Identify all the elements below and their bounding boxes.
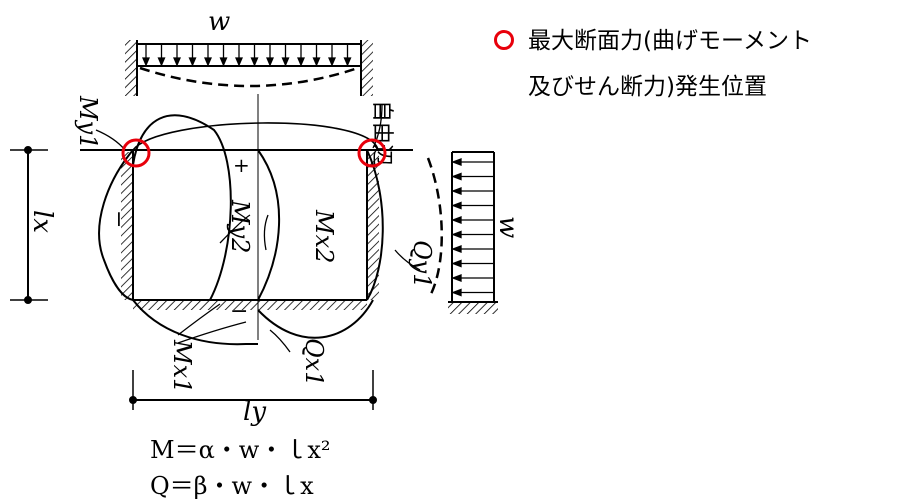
top-load-arrowhead [297, 57, 305, 67]
free-edge-leader [372, 103, 383, 149]
free-edge-label: 自由辺 [369, 100, 394, 166]
legend-line-1: 最大断面力(曲げモーメント [528, 28, 813, 54]
shear-formula: Q＝β・w・ｌx [150, 472, 314, 500]
side-load-diagram [426, 151, 498, 314]
top-load-arrowhead [312, 57, 321, 67]
mx1-leader-1 [177, 303, 221, 336]
slab-frame [80, 94, 413, 340]
my1-label: My1 [74, 95, 102, 149]
top-load-arrowhead [328, 57, 336, 67]
side-load-support [448, 302, 498, 314]
qx1-label: Qx1 [300, 338, 328, 386]
top-load-label: w [208, 7, 230, 37]
upper-bulge-curve [132, 122, 379, 151]
moment-curves [98, 114, 384, 346]
mx1-leader-2 [177, 321, 247, 344]
diagram-labels: w My1 My2 Mx2 Mx1 Qx1 Qy1 w lx ly + − − … [27, 7, 523, 427]
my2-leader [219, 214, 251, 244]
ly-label: ly [243, 397, 266, 427]
leader-lines [95, 103, 421, 353]
top-load-arrowhead [281, 57, 290, 67]
side-load-label: w [493, 216, 523, 238]
side-load-arrowhead [451, 216, 462, 224]
side-load-arrowhead [451, 245, 462, 253]
top-load-left-support [125, 40, 137, 96]
left-support-hatch [121, 152, 133, 300]
side-deflection-curve [426, 157, 443, 297]
mx2-label: Mx2 [310, 209, 338, 263]
my2-curve [132, 114, 232, 301]
legend: 最大断面力(曲げモーメント 及びせん断力)発生位置 [494, 26, 812, 110]
side-load-arrowhead [451, 201, 462, 210]
lx-label: lx [27, 210, 57, 233]
side-load-arrowhead [451, 259, 462, 268]
lx-dimension [10, 146, 48, 304]
qy1-label: Qy1 [408, 240, 436, 289]
top-load-arrowhead [266, 57, 274, 67]
mx1-label: Mx1 [168, 339, 196, 393]
side-load-arrowhead [451, 158, 462, 166]
side-load-arrowhead [451, 274, 462, 282]
side-load-arrowhead [451, 230, 462, 239]
side-load-arrowhead [451, 187, 462, 195]
bottom-support-hatch [133, 300, 367, 310]
legend-text: 最大断面力(曲げモーメント 及びせん断力)発生位置 [528, 18, 812, 110]
plus-sign: + [233, 153, 250, 177]
top-load-arrowhead [219, 57, 228, 67]
mx2-leader [263, 214, 269, 251]
top-load-right-support [361, 40, 373, 96]
top-load-arrowhead [142, 57, 150, 67]
mx2-curve [257, 149, 281, 301]
side-load-arrowhead [451, 288, 462, 297]
right-edge-moment-curve [366, 149, 384, 301]
minus-sign-left: − [106, 210, 131, 228]
side-load-arrowhead [451, 172, 462, 181]
top-load-arrowhead [343, 57, 352, 67]
my2-label: My2 [226, 199, 254, 253]
top-load-arrowhead [157, 57, 166, 67]
qx1-leader [269, 329, 291, 353]
mx1-curve [132, 299, 258, 346]
left-edge-moment-curve [98, 149, 134, 301]
qy1-leader [394, 249, 421, 271]
top-load-arrowhead [188, 57, 197, 67]
right-support-hatch [367, 152, 379, 300]
max-force-marker-right [357, 138, 387, 168]
top-deflection-curve [139, 66, 359, 88]
top-load-arrowhead [250, 57, 259, 67]
legend-circle-icon [494, 30, 514, 50]
legend-line-2: 及びせん断力)発生位置 [528, 74, 767, 100]
top-load-arrowhead [235, 57, 243, 67]
top-load-arrowhead [204, 57, 212, 67]
top-load-diagram [125, 40, 373, 96]
qx1-curve [257, 299, 374, 339]
max-force-markers [121, 138, 387, 168]
moment-formula: M＝α・w・ｌx² [150, 436, 331, 464]
ly-dimension [129, 370, 377, 410]
minus-sign-bottom: − [230, 299, 248, 324]
max-force-marker-left [121, 138, 151, 168]
top-load-arrowhead [173, 57, 181, 67]
